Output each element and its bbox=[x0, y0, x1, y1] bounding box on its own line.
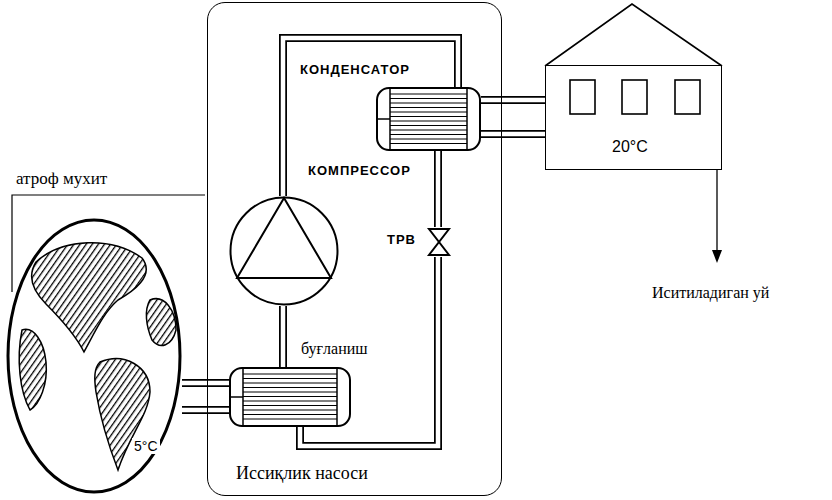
house: 20°C bbox=[545, 65, 722, 170]
pipe-bore bbox=[182, 381, 229, 386]
part-name: ТРВ bbox=[385, 233, 418, 248]
pipe-wall bbox=[481, 130, 545, 138]
tube bbox=[243, 410, 337, 411]
pipe-bore bbox=[481, 98, 545, 103]
condenser: КОНДЕНСАТОР bbox=[376, 87, 481, 151]
tube bbox=[390, 121, 467, 122]
divider bbox=[231, 396, 243, 398]
tube bbox=[243, 401, 337, 402]
pipe-bore bbox=[481, 132, 545, 137]
tube bbox=[243, 405, 337, 406]
compressor: КОМПРЕССОР bbox=[229, 196, 339, 306]
window bbox=[675, 80, 700, 114]
tube bbox=[390, 98, 467, 99]
valve-symbol bbox=[429, 229, 449, 255]
pipe-wall bbox=[434, 151, 442, 227]
pipe-wall bbox=[481, 96, 545, 104]
window bbox=[570, 80, 595, 114]
globe-outline bbox=[8, 220, 180, 492]
pipe-wall bbox=[182, 406, 229, 414]
part-name: КОНДЕНСАТОР bbox=[298, 63, 412, 78]
housing-title: Иссиқлик насоси bbox=[236, 463, 368, 484]
continent bbox=[19, 329, 46, 410]
tube bbox=[243, 374, 337, 375]
divider bbox=[378, 118, 390, 120]
tube bbox=[243, 396, 337, 397]
tube bbox=[243, 383, 337, 384]
pipe bbox=[182, 383, 229, 384]
pipe-wall bbox=[182, 379, 229, 387]
tube bbox=[390, 112, 467, 113]
temperature: 20°C bbox=[612, 138, 648, 156]
tube bbox=[390, 130, 467, 131]
leader-line bbox=[12, 195, 205, 292]
pipe bbox=[481, 100, 545, 101]
tube bbox=[390, 139, 467, 140]
evaporator: буғланиш bbox=[229, 367, 351, 427]
pipe bbox=[182, 410, 229, 411]
compressor-triangle bbox=[237, 198, 331, 278]
tube bbox=[390, 134, 467, 135]
condenser-shape bbox=[376, 87, 481, 151]
expansion-valve-shape bbox=[427, 227, 451, 257]
part-name: КОМПРЕССОР bbox=[306, 164, 413, 179]
tube bbox=[390, 125, 467, 126]
pipe-wall bbox=[279, 306, 287, 367]
pipe-bore bbox=[436, 151, 441, 227]
tube bbox=[390, 143, 467, 144]
tube bbox=[243, 392, 337, 393]
arrow-head bbox=[712, 250, 722, 263]
house-roof bbox=[545, 4, 722, 66]
heat-pump-housing: КОНДЕНСАТОР КОМПРЕССОР ТРВ буғланишИссиқлик… bbox=[207, 2, 502, 496]
expansion-valve: ТРВ bbox=[427, 227, 451, 257]
pipe-bore bbox=[281, 306, 286, 367]
tube bbox=[390, 94, 467, 95]
tube bbox=[243, 414, 337, 415]
compressor-circle bbox=[231, 198, 338, 305]
pipe bbox=[438, 151, 439, 227]
tube bbox=[390, 103, 467, 104]
arrow-line bbox=[716, 170, 717, 252]
pipe bbox=[283, 306, 284, 367]
environment-label: атроф мухит bbox=[16, 169, 107, 189]
exchanger-shell bbox=[377, 88, 480, 150]
pipe bbox=[481, 134, 545, 135]
exchanger-shell bbox=[230, 368, 350, 426]
environment-globe: 5°C bbox=[6, 218, 182, 494]
tube bbox=[390, 116, 467, 117]
tube bbox=[243, 419, 337, 420]
house-label: Иситиладиган уй bbox=[652, 284, 769, 302]
compressor-shape bbox=[229, 196, 339, 306]
tube bbox=[243, 387, 337, 388]
tube bbox=[243, 378, 337, 379]
pipe-bore bbox=[182, 408, 229, 413]
evaporator-shape bbox=[229, 367, 351, 427]
part-name: буғланиш bbox=[301, 340, 368, 358]
window bbox=[622, 80, 647, 114]
tube bbox=[390, 107, 467, 108]
temperature: 5°C bbox=[132, 438, 160, 454]
continent bbox=[146, 299, 176, 346]
continent bbox=[31, 243, 146, 352]
